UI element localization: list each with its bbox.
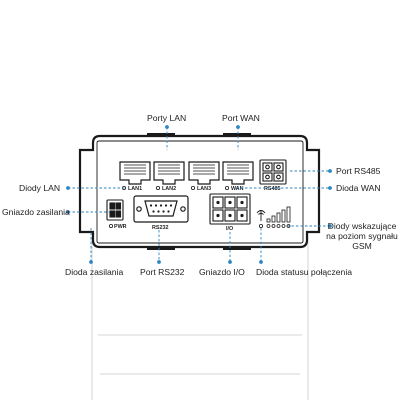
label-io: I/O xyxy=(226,226,233,232)
led-wan xyxy=(224,185,229,190)
front-panel xyxy=(78,133,321,250)
led-lan2 xyxy=(155,185,160,190)
label-wan: WAN xyxy=(231,186,244,192)
callout-dioda-statusu: Dioda statusu połączenia xyxy=(256,267,353,277)
callout-dioda-zasilania: Dioda zasilania xyxy=(65,267,124,277)
label-rs485: RS485 xyxy=(264,186,280,192)
label-lan1: LAN1 xyxy=(128,186,142,192)
power-connector xyxy=(106,199,124,221)
ethernet-port-wan xyxy=(222,161,254,185)
ethernet-port-lan1 xyxy=(119,161,151,185)
signal-strength-bars-icon xyxy=(266,206,291,223)
callout-diody-sygnalu: Diody wskazujące na poziom sygnału GSM xyxy=(326,221,398,251)
rs232-connector xyxy=(133,195,189,223)
label-pwr: PWR xyxy=(114,224,127,230)
io-terminal-block xyxy=(209,193,251,225)
callout-gniazdo-io: Gniazdo I/O xyxy=(199,267,245,277)
callout-dioda-wan: Dioda WAN xyxy=(336,183,381,193)
callout-porty-lan: Porty LAN xyxy=(147,113,187,123)
ethernet-port-lan3 xyxy=(188,161,220,185)
signal-strength-leds xyxy=(266,224,291,228)
callout-port-wan: Port WAN xyxy=(222,113,260,123)
ethernet-port-lan2 xyxy=(153,161,185,185)
antenna-icon xyxy=(256,210,266,221)
label-lan3: LAN3 xyxy=(197,186,211,192)
led-connection-status xyxy=(258,223,263,228)
label-rs232: RS232 xyxy=(152,225,168,231)
callout-port-rs232: Port RS232 xyxy=(140,267,185,277)
callout-port-rs485: Port RS485 xyxy=(336,166,381,176)
leader-lines xyxy=(68,127,330,262)
callout-diody-lan: Diody LAN xyxy=(19,183,61,193)
led-lan3 xyxy=(190,185,195,190)
label-lan2: LAN2 xyxy=(162,186,176,192)
led-pwr xyxy=(109,223,114,228)
callout-gniazdo-zasilania: Gniazdo zasilania xyxy=(2,207,70,217)
rs485-terminal-block xyxy=(259,159,287,185)
leader-dots xyxy=(66,125,332,264)
